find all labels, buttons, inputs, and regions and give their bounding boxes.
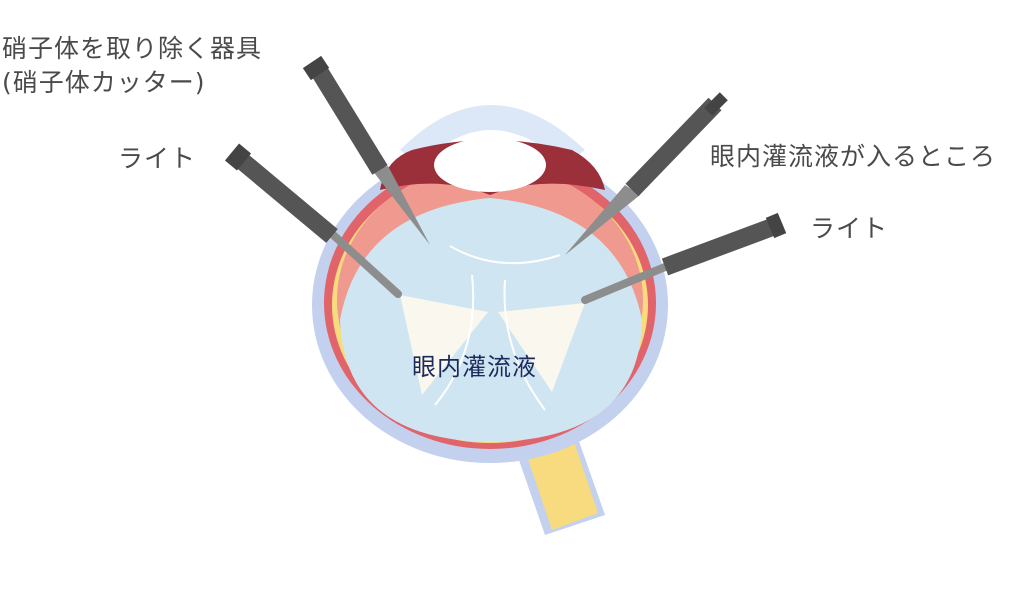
light-cone-left	[400, 295, 488, 395]
light-cone-right	[498, 303, 585, 392]
vitreous-fibers	[434, 245, 561, 411]
light-probe-left	[224, 143, 402, 298]
vitreous-cutter	[302, 55, 430, 245]
infusion-cannula	[565, 92, 728, 255]
cornea	[400, 105, 585, 165]
light-probe-right	[581, 212, 787, 304]
infusion-fluid-label: 眼内灌流液	[412, 353, 537, 381]
vitreous-cutter-label: 硝子体を取り除く器具 (硝子体カッター)	[2, 32, 262, 100]
light-left-label: ライト	[118, 144, 197, 173]
vitreous-cutter-label-line2: (硝子体カッター)	[2, 68, 206, 97]
infusion-port-label: 眼内灌流液が入るところ	[710, 142, 997, 171]
vitreous	[340, 198, 642, 442]
light-right-label: ライト	[810, 214, 889, 243]
lens	[434, 138, 546, 192]
vitreous-cutter-label-line1: 硝子体を取り除く器具	[2, 34, 263, 63]
